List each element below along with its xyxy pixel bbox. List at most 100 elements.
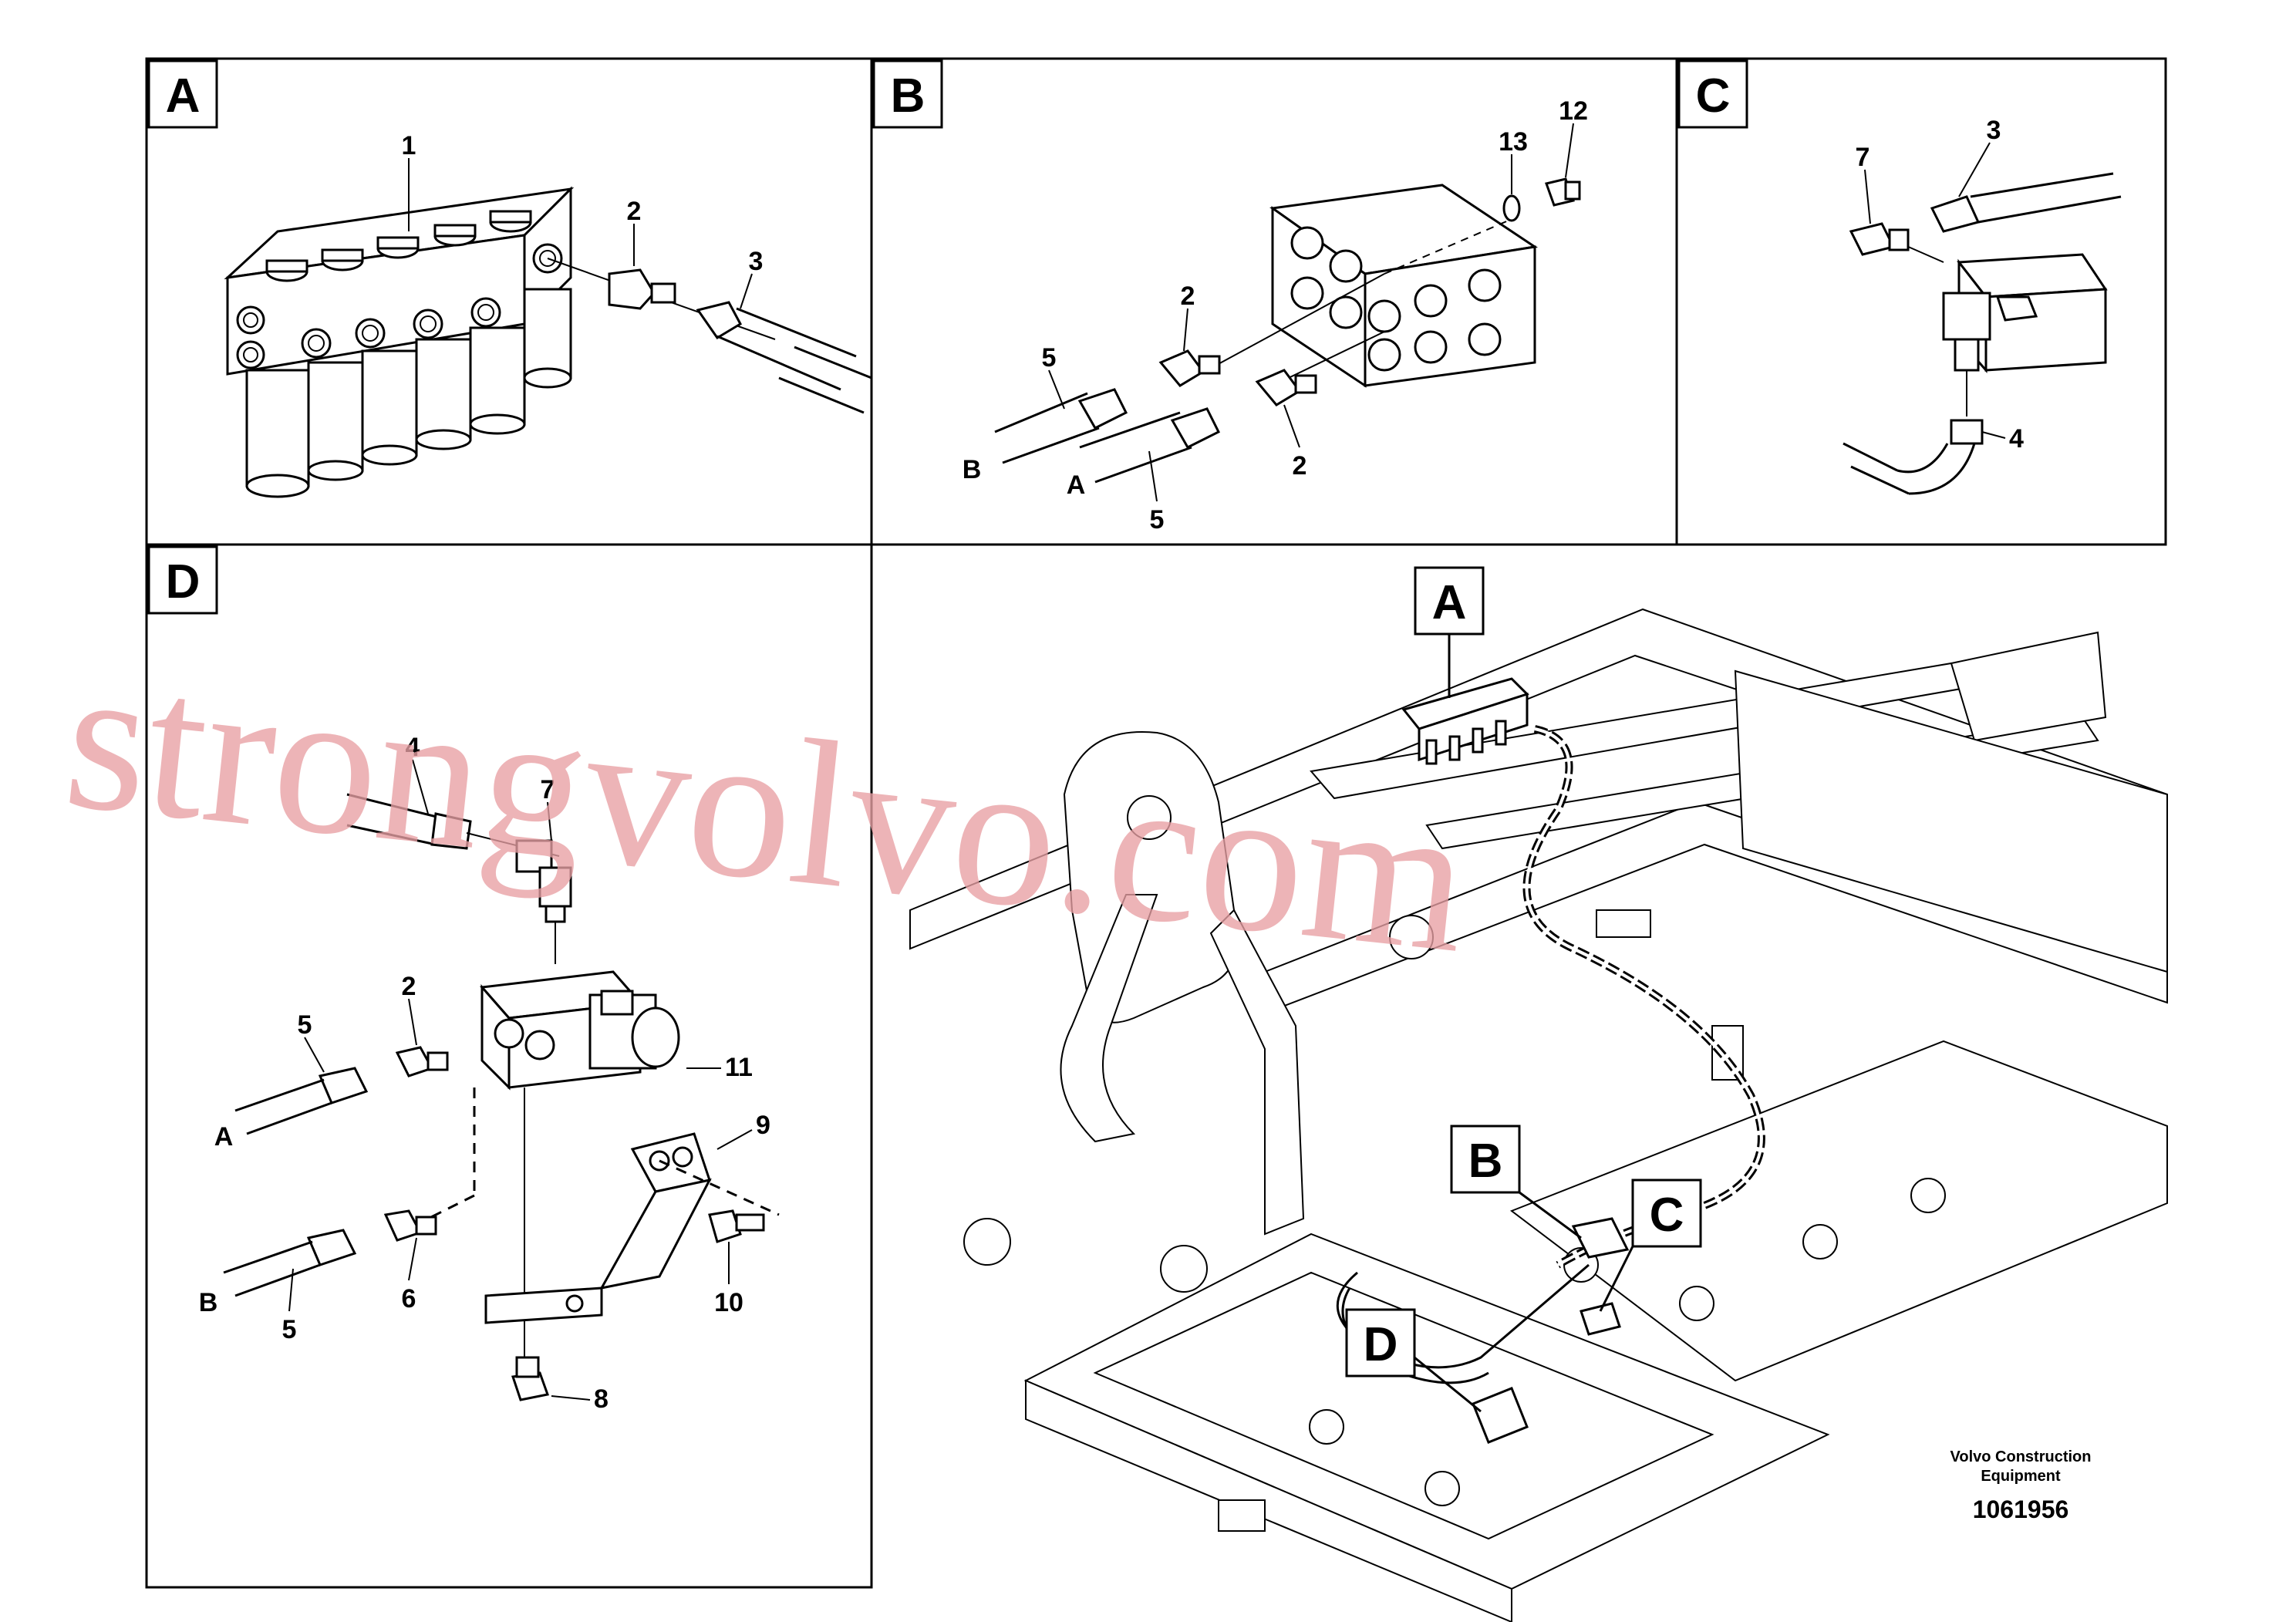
overview-machine-frame	[909, 608, 2168, 1622]
callout-d-10: 10	[714, 1288, 743, 1317]
callout-d-8: 8	[594, 1384, 609, 1414]
callout-d-5-lower: 5	[282, 1315, 297, 1344]
panel-b-manifold	[1269, 184, 1539, 388]
callout-a-2: 2	[627, 197, 642, 226]
callout-line	[1958, 142, 1991, 197]
panel-d-dashed-connection	[427, 1194, 475, 1220]
panel-d-dashed-bolt-path	[659, 1159, 780, 1216]
panel-b-oring-13	[1502, 194, 1521, 222]
panel-b-axis-lower	[1272, 331, 1385, 386]
svg-text:B: B	[891, 69, 925, 123]
callout-c-7: 7	[1856, 143, 1870, 172]
panel-a-tag: A	[147, 59, 218, 129]
callout-b-2-lower: 2	[1293, 451, 1307, 481]
panel-d-hose-5-lower	[223, 1229, 357, 1297]
svg-text:C: C	[1696, 69, 1731, 123]
solenoid-coil	[469, 326, 526, 435]
callout-line	[288, 1268, 294, 1312]
panel-c-tee-fitting	[1942, 292, 2038, 372]
panel-d-bolt-10	[708, 1209, 765, 1243]
panel-b-hose-b	[994, 388, 1128, 464]
panel-b-plug-12	[1545, 177, 1581, 207]
callout-d-5-upper: 5	[298, 1010, 312, 1040]
panel-a-hose-3	[696, 301, 872, 414]
callout-line	[740, 273, 753, 309]
port-label-d-b: B	[199, 1288, 218, 1317]
panel-c-fitting-7	[1849, 222, 1910, 256]
panel-d-hose-5-upper	[234, 1067, 369, 1135]
panel-a-valve-block	[224, 186, 575, 498]
callout-d-4: 4	[406, 733, 420, 762]
company-line-2: Equipment	[1981, 1468, 2061, 1485]
callout-line	[1283, 404, 1300, 448]
callout-b-2-upper: 2	[1181, 282, 1195, 311]
valve-bolt	[376, 236, 420, 259]
panel-d-fitting-2	[395, 1046, 449, 1077]
solenoid-coil	[361, 349, 418, 466]
overview-valve-block-c	[1580, 1302, 1621, 1336]
solenoid-coil	[523, 288, 572, 389]
svg-text:D: D	[1364, 1318, 1398, 1371]
callout-line	[412, 759, 429, 814]
panel-c-elbow-4	[1843, 419, 1984, 495]
svg-text:B: B	[1468, 1135, 1503, 1188]
callout-line	[1565, 123, 1574, 178]
callout-line	[1981, 431, 2006, 439]
panel-d-bracket-9	[484, 1132, 712, 1324]
callout-b-5-lower: 5	[1150, 505, 1165, 534]
svg-text:C: C	[1650, 1189, 1684, 1242]
panel-b-axis-upper	[1206, 273, 1385, 371]
callout-d-7: 7	[541, 775, 555, 804]
solenoid-coil	[245, 369, 310, 498]
callout-c-3: 3	[1987, 116, 2001, 145]
overview-tag-a: A	[1414, 566, 1485, 698]
callout-line	[1864, 169, 1871, 224]
panel-d-fitting-6	[383, 1209, 437, 1242]
callout-c-4: 4	[2009, 424, 2024, 454]
callout-d-9: 9	[756, 1111, 770, 1140]
panel-b-hose-a	[1079, 407, 1221, 484]
port-label-d-a: A	[214, 1122, 234, 1152]
callout-line	[408, 1237, 417, 1281]
panel-a-fitting-2	[608, 268, 676, 310]
panel-b-dashed-axis	[1384, 217, 1516, 275]
panel-b-fitting-2-upper	[1158, 349, 1221, 387]
panel-c-hose-3	[1930, 172, 2122, 233]
panel-d-frame	[145, 543, 873, 1589]
watermark-text: strongvolvo.com	[56, 620, 1478, 996]
overview-valve-block-d	[1472, 1387, 1529, 1444]
callout-line	[551, 1395, 591, 1401]
panel-b-fitting-2-lower	[1255, 369, 1317, 406]
callout-line	[408, 998, 417, 1046]
valve-bolt	[433, 224, 477, 247]
company-line-1: Volvo Construction	[1950, 1448, 2092, 1465]
callout-line	[1148, 450, 1158, 502]
panel-c-tag: C	[1677, 59, 1748, 129]
callout-b-12: 12	[1559, 96, 1588, 126]
overview-tag-b: B	[1450, 1125, 1582, 1239]
port-label-a: A	[1067, 470, 1086, 500]
solenoid-coil	[415, 338, 472, 450]
panel-b-tag: B	[872, 59, 943, 129]
callout-line	[1183, 308, 1188, 352]
panel-d-fitting-7	[515, 839, 572, 923]
panel-c-frame	[1675, 57, 2167, 546]
svg-text:A: A	[166, 69, 201, 123]
valve-bolt	[321, 248, 364, 271]
callout-d-11: 11	[725, 1053, 753, 1082]
panel-d-tag: D	[147, 545, 218, 615]
callout-b-13: 13	[1499, 127, 1528, 157]
callout-b-5-upper: 5	[1042, 343, 1057, 373]
overview-valve-block-b	[1571, 1217, 1630, 1259]
overview-tag-d: D	[1345, 1308, 1482, 1413]
port-label-b: B	[963, 455, 982, 484]
solenoid-coil	[307, 361, 364, 481]
svg-text:A: A	[1432, 576, 1467, 629]
valve-bolt	[489, 210, 532, 233]
document-number: 1061956	[1973, 1496, 2069, 1523]
overview-tag-c: C	[1599, 1179, 1702, 1312]
panel-d-bolt-8	[511, 1356, 549, 1401]
callout-a-1: 1	[402, 131, 416, 160]
callout-d-2: 2	[402, 972, 416, 1001]
